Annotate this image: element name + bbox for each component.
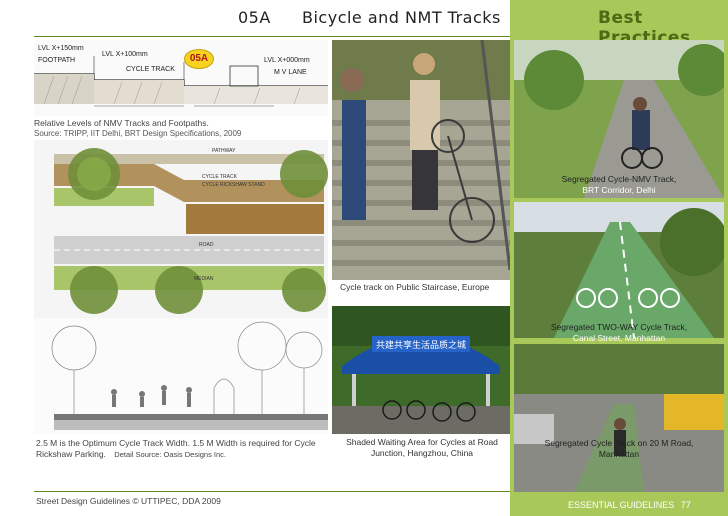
footer-rule xyxy=(34,491,510,492)
staircase-photo xyxy=(332,40,510,280)
staircase-caption: Cycle track on Public Staircase, Europe xyxy=(340,282,490,292)
section-source: Detail Source: Oasis Designs Inc. xyxy=(114,450,227,459)
canal-street-caption: Segregated TWO-WAY Cycle Track, xyxy=(550,322,688,332)
delhi-caption: Segregated Cycle-NMV Track, xyxy=(561,174,677,184)
plan-label: CYCLE TRACK xyxy=(202,174,238,180)
header-bar xyxy=(0,0,510,40)
manhattan-road-photo xyxy=(514,344,724,492)
level-label: M V LANE xyxy=(274,69,307,76)
level-label: LVL X+000mm xyxy=(264,57,310,64)
manhattan-caption: Segregated Cycle Track on 20 M Road, xyxy=(544,438,694,448)
plan-label: ROAD xyxy=(199,242,214,248)
plan-label: MEDIAN xyxy=(194,276,214,282)
levels-source: Source: TRIPP, IIT Delhi, BRT Design Spe… xyxy=(34,129,242,138)
section-elevation-diagram xyxy=(34,318,328,434)
level-label: LVL X+150mm xyxy=(38,45,84,52)
level-label: FOOTPATH xyxy=(38,57,75,64)
section-caption: 2.5 M is the Optimum Cycle Track Width. … xyxy=(36,438,332,460)
delhi-cycle-track-photo xyxy=(514,40,724,198)
page-number: 77 xyxy=(680,500,691,510)
footer-credit: Street Design Guidelines © UTTIPEC, DDA … xyxy=(36,496,221,506)
plan-label: PATHWAY xyxy=(212,148,236,154)
shelter-sign: 共建共享生活品质之城 xyxy=(376,339,466,351)
level-label: CYCLE TRACK xyxy=(126,66,175,73)
plan-label: CYCLE RICKSHAW STAND xyxy=(202,182,265,188)
delhi-caption-sub: BRT Corridor, Delhi xyxy=(582,185,656,195)
bicycle-shelter-photo: 共建共享生活品质之城 xyxy=(332,306,510,434)
section-badge: 05A xyxy=(184,49,214,69)
shelter-caption: Shaded Waiting Area for Cycles at Road J… xyxy=(346,437,498,458)
section-title: Bicycle and NMT Tracks xyxy=(302,8,501,27)
canal-street-photo xyxy=(514,202,724,338)
plan-diagram: PATHWAY CYCLE TRACK CYCLE RICKSHAW STAND… xyxy=(34,140,328,318)
level-label: LVL X+100mm xyxy=(102,51,148,58)
guidelines-label: ESSENTIAL GUIDELINES xyxy=(568,500,675,510)
section-caption-text: 2.5 M is the Optimum Cycle Track Width. … xyxy=(36,438,316,459)
section-code: 05A xyxy=(238,8,271,27)
manhattan-caption-sub: Manhattan xyxy=(598,449,640,459)
header-rule xyxy=(34,36,510,37)
canal-street-caption-sub: Canal Street, Manhattan xyxy=(572,333,666,343)
footer-guidelines: ESSENTIAL GUIDELINES 77 xyxy=(568,500,691,510)
levels-diagram: LVL X+150mm FOOTPATH LVL X+100mm CYCLE T… xyxy=(34,40,328,116)
levels-caption: Relative Levels of NMV Tracks and Footpa… xyxy=(34,118,209,128)
